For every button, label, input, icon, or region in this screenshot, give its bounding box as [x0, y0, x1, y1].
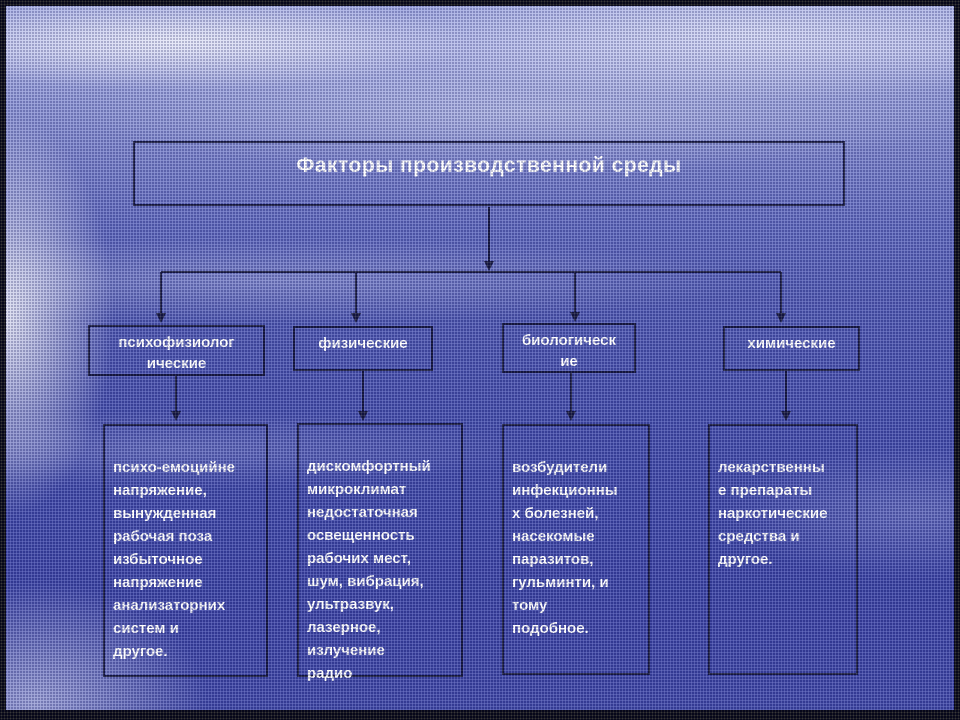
category-box-biological[interactable]: биологическ ие [502, 323, 636, 373]
description-box-biological[interactable]: возбудители инфекционны х болезней, насе… [502, 424, 650, 675]
category-label: физические [318, 335, 408, 352]
title-box[interactable]: Факторы производственной среды [133, 141, 845, 206]
description-text: дискомфортный микроклимат недостаточная … [307, 458, 431, 682]
category-label: биологическ ие [522, 332, 616, 370]
category-box-physical[interactable]: физические [293, 326, 433, 371]
category-label: психофизиолог ические [118, 334, 235, 372]
description-text: лекарственны е препараты наркотические с… [718, 459, 828, 568]
description-text: психо-емоцийне напряжение, вынужденная р… [113, 459, 236, 660]
slide-background [6, 6, 954, 710]
description-box-physical[interactable]: дискомфортный микроклимат недостаточная … [297, 423, 463, 682]
category-label: химические [747, 335, 836, 352]
title-text: Факторы производственной среды [296, 153, 682, 177]
category-box-chemical[interactable]: химические [723, 326, 860, 371]
description-text: возбудители инфекционны х болезней, насе… [512, 459, 618, 637]
description-box-chemical[interactable]: лекарственны е препараты наркотические с… [708, 424, 858, 675]
description-box-psychophysiological[interactable]: психо-емоцийне напряжение, вынужденная р… [103, 424, 268, 677]
category-box-psychophysiological[interactable]: психофизиолог ические [88, 325, 265, 376]
